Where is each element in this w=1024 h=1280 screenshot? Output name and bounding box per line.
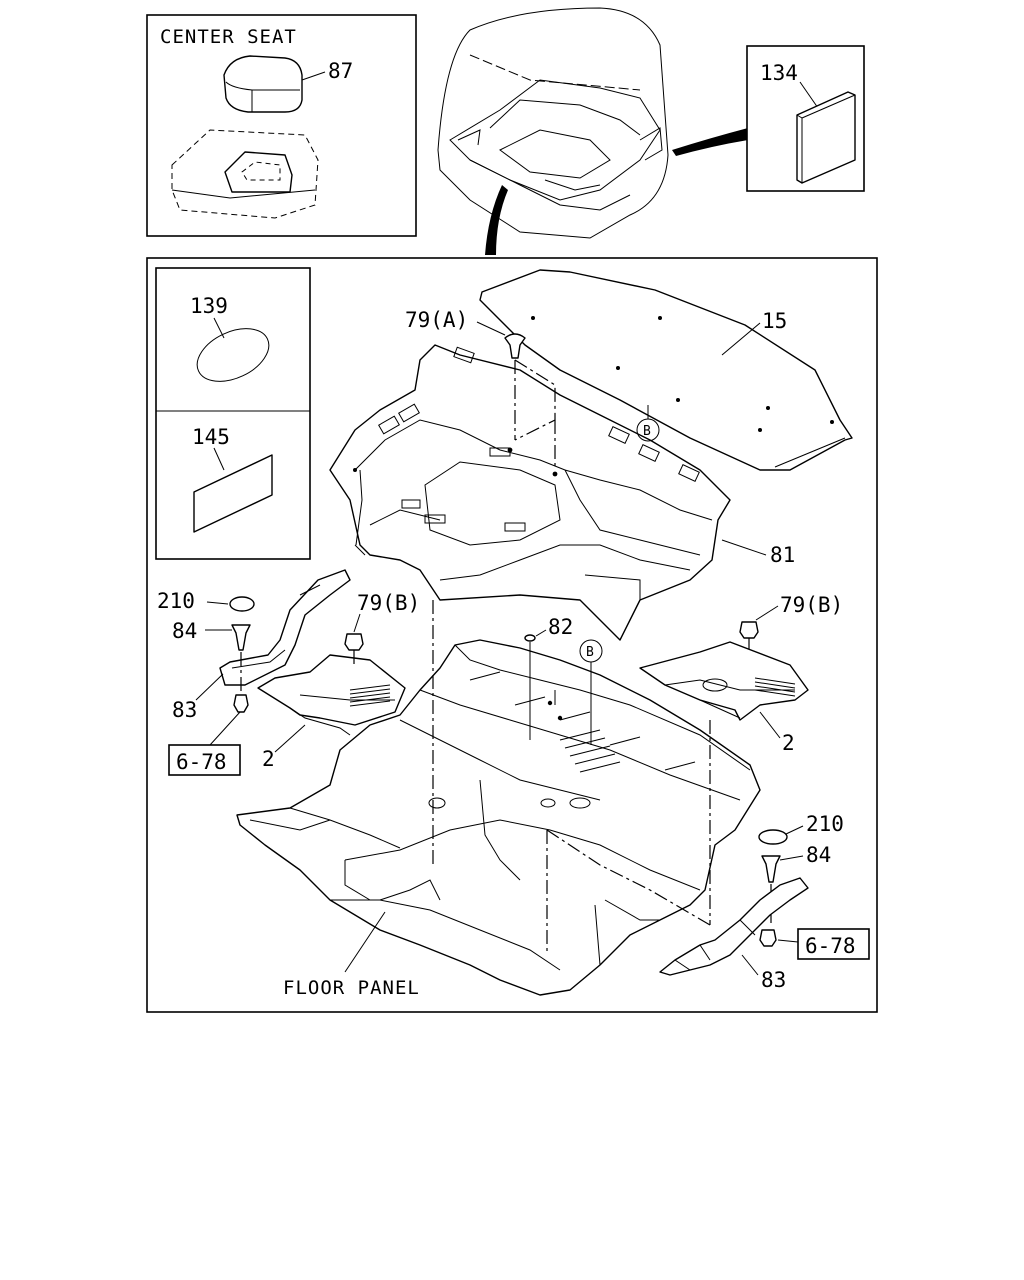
armrest-cushion	[223, 55, 303, 113]
callout-81[interactable]: 81	[770, 543, 795, 567]
ref-box-6-78-left	[168, 744, 241, 776]
mat-ribs-left	[349, 684, 391, 707]
pointer-arrow-right	[672, 128, 748, 156]
callout-83-right[interactable]: 83	[761, 968, 786, 992]
callout-134[interactable]: 134	[760, 61, 798, 85]
nut-79b-right	[739, 621, 759, 639]
left-side-parts: 210 84 83 6-78 2 79(B)	[157, 569, 420, 776]
ref-box-6-78-right	[797, 928, 870, 960]
part-15-board: 15	[479, 269, 853, 471]
cab-overview	[437, 7, 748, 255]
callout-2-right[interactable]: 2	[782, 731, 795, 755]
callout-2-left[interactable]: 2	[262, 747, 275, 771]
part-81-floor-mat: 81 79(A) B	[329, 308, 795, 641]
seat-base	[171, 129, 319, 219]
callout-15[interactable]: 15	[762, 309, 787, 333]
callout-79b-left[interactable]: 79(B)	[357, 591, 420, 615]
callout-210-right[interactable]: 210	[806, 812, 844, 836]
floor-panel-label[interactable]: FLOOR PANEL	[283, 977, 420, 999]
small-parts-inset: 139 145	[155, 267, 311, 560]
ref-b-lower: B	[586, 645, 594, 660]
part-83-left	[219, 569, 351, 686]
callout-82[interactable]: 82	[548, 615, 573, 639]
mat-inset: 134	[746, 45, 865, 192]
screw-84-right	[761, 855, 781, 883]
nut-79b-left	[344, 633, 364, 651]
callout-84-right[interactable]: 84	[806, 843, 831, 867]
part-210-right	[758, 829, 788, 845]
callout-79b-right[interactable]: 79(B)	[780, 593, 843, 617]
plug-82	[524, 634, 536, 642]
nut-left	[233, 694, 249, 713]
ref-6-78-left[interactable]: 6-78	[176, 750, 227, 774]
fastener-79a	[504, 333, 526, 359]
center-seat-inset: CENTER SEAT 87	[146, 14, 417, 237]
ref-b-upper: B	[643, 424, 651, 439]
floor-ribs	[469, 671, 696, 773]
seal-part	[196, 328, 270, 382]
pointer-arrow-down	[485, 185, 508, 255]
right-side-upper-parts: 79(B) 2	[639, 593, 843, 755]
callout-83-left[interactable]: 83	[172, 698, 197, 722]
center-seat-title: CENTER SEAT	[160, 26, 297, 48]
callout-210-left[interactable]: 210	[157, 589, 195, 613]
callout-145[interactable]: 145	[192, 425, 230, 449]
nut-right	[759, 929, 777, 947]
screw-84-left	[231, 624, 251, 651]
callout-84-left[interactable]: 84	[172, 619, 197, 643]
callout-87[interactable]: 87	[328, 59, 353, 83]
ref-6-78-right[interactable]: 6-78	[805, 934, 856, 958]
part-83-right	[659, 877, 809, 976]
callout-139[interactable]: 139	[190, 294, 228, 318]
callout-79a[interactable]: 79(A)	[405, 308, 468, 332]
floor-panel: 82 B FLOOR PANEL	[236, 600, 761, 999]
sheet-part	[193, 454, 273, 533]
right-side-lower-parts: 210 84 6-78 83	[659, 812, 870, 992]
mat-ribs-right	[754, 677, 796, 697]
part-210-left	[229, 596, 255, 612]
